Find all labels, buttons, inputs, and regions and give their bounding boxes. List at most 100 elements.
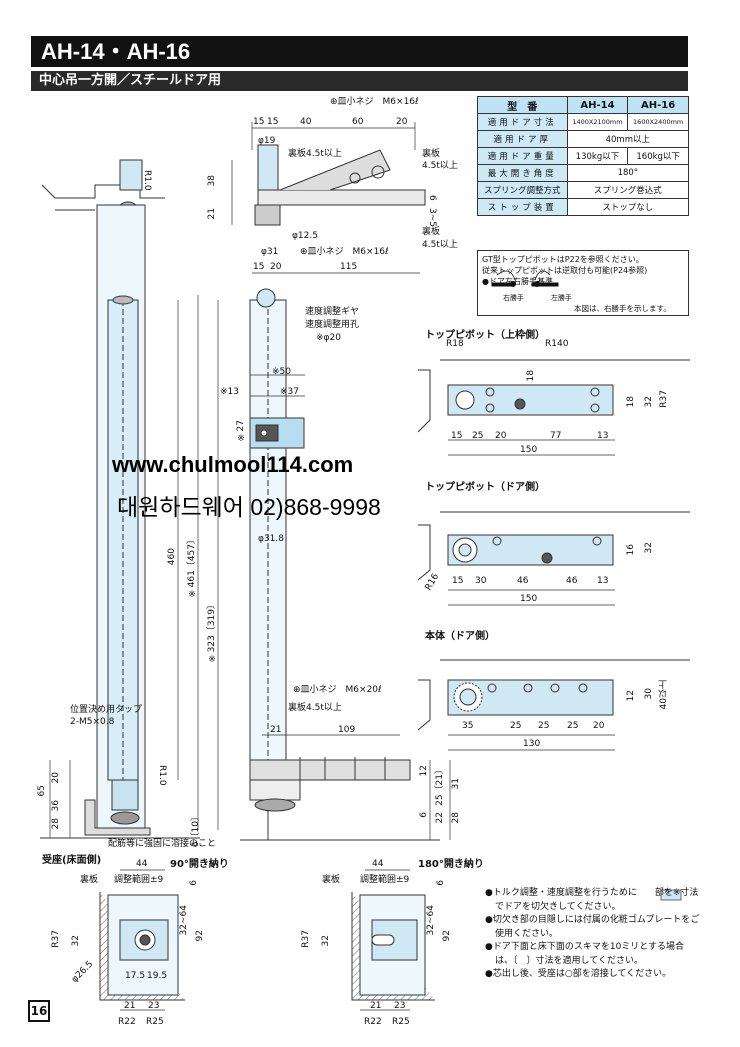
dim: 3~5 [427,208,437,227]
page-number: 16 [28,1000,50,1022]
dim: 32 [321,935,331,947]
speed-gear-label: 速度調整ギヤ [305,307,360,317]
dim: 15 [253,262,265,272]
dim: 60 [352,117,364,127]
dim: R22 [364,1017,382,1027]
figure-note: 本図は、右勝手を示します。 [574,304,671,313]
dim: R37 [659,390,669,408]
footnote: ●ドア下面と床下面のスキマを10ミリとする場合は、〔 〕寸法を適用してください。 [485,942,685,966]
spec-header-model: 型 番 [477,96,568,114]
hand-diagram [491,270,559,287]
left-elevation [40,159,200,839]
dim: φ31.8 [258,534,284,544]
top-pivot-frame-drawing [417,359,690,456]
dim: 20 [51,772,61,784]
note-line: GT型トップピボットはP22を参照ください。 [482,255,644,264]
spec-table: 型 番 AH-14 AH-16 適用ドア寸法 1400X2100mm 1600X… [477,96,690,216]
backplate-label: 裏板 [422,149,441,159]
dim: 40以上 [659,680,669,710]
watermark-url: www.chulmool114.com [112,452,354,477]
spec-row: ストップ装置 ストップなし [477,198,690,216]
dim: 31 [451,778,461,790]
dim: 21 [124,1001,136,1011]
watermark-phone: 대원하드웨어 02)868-9998 [117,494,381,520]
section-title-180: 180°開き納り [418,859,484,870]
hand-title: ●ドア左右勝手基準 [482,277,553,286]
notes-box: GT型トップピボットはP22を参照ください。 従来トップピボットは逆取付も可能(… [477,250,689,316]
dim: 44 [136,859,148,869]
dim: R140 [545,339,569,349]
dim: 15 [452,576,464,586]
body-door-drawing [417,659,690,751]
spec-header-row: 型 番 AH-14 AH-16 [477,96,689,114]
dim: R25 [146,1017,164,1027]
dim: 30 [475,576,487,586]
dim: 32 [644,396,654,408]
dim: ※27 [236,420,246,442]
dim: 32~64 [179,905,189,936]
dim: 12 [419,765,429,777]
dim: 20 [396,117,408,127]
floor-seat-180-drawing [351,869,435,1011]
dimension-lines [49,122,451,840]
dim: 77 [550,431,562,441]
note-line: 従来トップピボットは逆取付も可能(P24参照) [482,266,648,275]
dim: φ12.5 [292,231,318,241]
dim: 115 [340,262,358,272]
dim: 44 [372,859,384,869]
spec-row: 適用ドア厚 40mm以上 [477,130,690,148]
spec-label: 最大開き角度 [477,164,568,182]
dim: 25 [510,721,522,731]
dim: 65 [37,785,47,797]
tap-size: 2-M5×0.8 [70,717,115,727]
section-title-top-frame: トップピボット（上枠側） [425,330,545,341]
dim: 28 [451,812,461,824]
spec-label: 適用ドア寸法 [477,113,568,131]
screw-mid-label: ⊕皿小ネジ M6×16ℓ [300,247,389,257]
backplate-thickness: 4.5t以上 [422,161,458,171]
dim: 28 [51,818,61,830]
backplate-label: 裏板 [422,227,441,237]
dim: 25 [567,721,579,731]
footnote: ●切欠き部の目隠しには付属の化粧ゴムプレートをご使用ください。 [485,915,700,939]
adj-90-label: 調整範囲±9 [114,875,164,885]
dim: 18 [626,396,636,408]
dim: 130 [523,739,541,749]
spec-label: ストップ装置 [477,198,568,216]
dim: 30 [644,688,654,700]
dim: 20 [495,431,507,441]
backplate-label: 裏板4.5t以上 [288,149,342,159]
backplate-label: 裏板4.5t以上 [288,703,342,713]
dim: 25〔21〕 [435,765,445,806]
dim: ※37 [280,387,299,397]
dim: 22 [435,812,445,824]
backplate-180-label: 裏板 [322,875,341,885]
section-title-body-door: 本体（ドア側） [425,631,495,642]
dim: 18 [526,370,536,382]
dim: 23 [394,1001,406,1011]
dim: 16 [626,544,636,556]
dim: 32 [71,935,81,947]
dim: R1.0 [142,170,152,191]
spec-row: 最大開き角度 180° [477,164,690,182]
dim: R37 [301,930,311,948]
dim: 13 [597,431,609,441]
dim: 6 [189,880,199,886]
dim: 21 [370,1001,382,1011]
dim: R18 [446,339,464,349]
screw-bottom-label: ⊕皿小ネジ M6×20ℓ [293,685,382,695]
dim: 32 [644,542,654,554]
tap-label: 位置決め用タップ [70,705,143,715]
footnote: ●トルク調整・速度調整を行うために 部を※寸法でドアを切欠きしてください。 [485,888,699,912]
top-pivot-door-drawing [417,511,690,606]
dim: 25 [538,721,550,731]
dim: R37 [51,930,61,948]
floor-seat-90-drawing [99,869,185,1011]
dim: 6 [419,812,429,818]
dim: 20 [593,721,605,731]
page-title: AH-14・AH-16 [31,36,688,67]
dim: ※461〔457〕 [187,535,197,598]
dim: 150 [520,445,538,455]
dim: 38 [207,175,217,187]
